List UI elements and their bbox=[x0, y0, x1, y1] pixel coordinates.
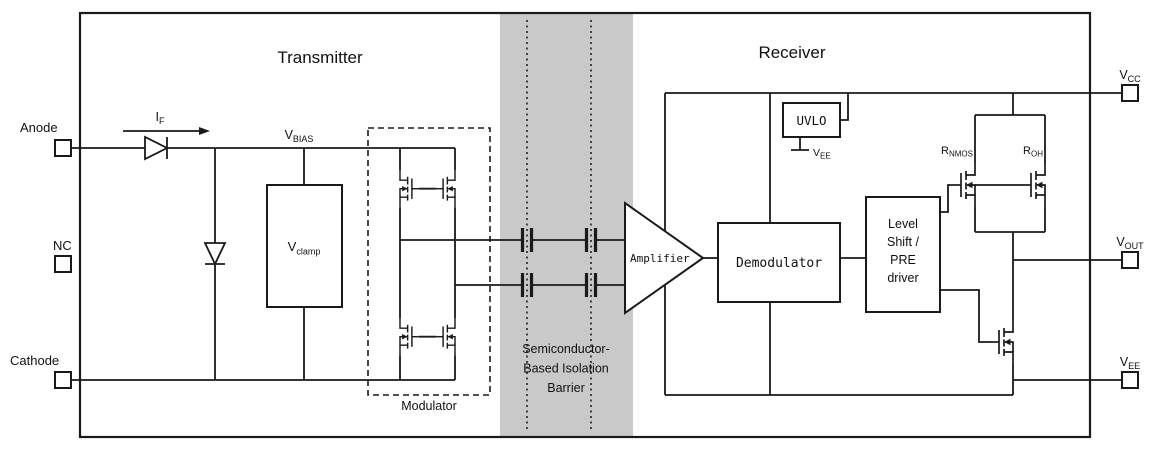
mosfet-symbol-rnmos bbox=[952, 162, 976, 208]
demodulator-block bbox=[717, 222, 841, 303]
vcc-pin bbox=[1121, 84, 1139, 102]
uvlo-wiring bbox=[791, 93, 849, 151]
if-current-arrow bbox=[123, 127, 210, 135]
cathode-pin-label: Cathode bbox=[10, 353, 59, 368]
vee-pin bbox=[1121, 371, 1139, 389]
if-current-label: IF bbox=[156, 110, 165, 126]
level-shift-label-line2: Shift / bbox=[887, 235, 919, 249]
mosfet-symbol-mod-tr bbox=[435, 169, 456, 209]
outer-enclosure bbox=[78, 11, 1092, 439]
modulator-label: Modulator bbox=[401, 399, 457, 413]
level-shift-block bbox=[865, 196, 941, 313]
mosfet-symbol-mod-bl bbox=[399, 317, 420, 357]
modulator-dashed-box bbox=[367, 127, 491, 396]
bridge-gate-links bbox=[418, 187, 437, 338]
output-stage-sources bbox=[974, 207, 1046, 260]
vee-pin-label: VEE bbox=[1120, 355, 1140, 371]
isolation-capacitors bbox=[520, 228, 598, 297]
isolation-barrier-band bbox=[500, 14, 633, 436]
mosfet-symbol-mod-br bbox=[435, 317, 456, 357]
input-diode-symbol bbox=[144, 135, 170, 161]
vbias-label: VBIAS bbox=[285, 128, 314, 144]
clamp-diode-symbol bbox=[203, 242, 227, 267]
isolation-label-line1: Semiconductor- bbox=[522, 342, 610, 356]
isolation-label-line2: Based Isolation bbox=[523, 362, 609, 376]
uvlo-block bbox=[782, 102, 841, 138]
mosfet-symbol-mod-tl bbox=[399, 169, 420, 209]
anode-pin bbox=[54, 139, 72, 157]
isolation-label-line3: Barrier bbox=[547, 381, 585, 395]
vclamp-block bbox=[266, 184, 343, 308]
vout-pin-label: VOUT bbox=[1116, 235, 1144, 251]
level-shift-label-line1: Level bbox=[888, 217, 918, 231]
arrow-head bbox=[199, 127, 210, 135]
level-shift-label-line3: PRE bbox=[890, 253, 916, 267]
roh-label: ROH bbox=[1023, 145, 1043, 159]
demodulator-label: Demodulator bbox=[736, 256, 822, 271]
vout-pin bbox=[1121, 251, 1139, 269]
mosfet-symbol-lowside bbox=[990, 319, 1014, 365]
vcc-pin-label: VCC bbox=[1119, 68, 1141, 84]
output-stage-drains bbox=[974, 93, 1046, 163]
uvlo-vee-label: VEE bbox=[813, 147, 831, 161]
gate-wire-top bbox=[940, 184, 953, 213]
mosfet-symbol-roh bbox=[1022, 162, 1046, 208]
rnmos-label: RNMOS bbox=[941, 145, 973, 159]
gate-wire-bottom bbox=[940, 289, 991, 343]
amplifier-triangle bbox=[624, 201, 705, 315]
receiver-title: Receiver bbox=[758, 43, 825, 62]
nc-pin-label: NC bbox=[53, 238, 72, 253]
transmitter-title: Transmitter bbox=[277, 48, 363, 67]
anode-pin-label: Anode bbox=[20, 120, 58, 135]
amplifier-label: Amplifier bbox=[630, 252, 690, 265]
nc-pin bbox=[54, 255, 72, 273]
uvlo-label: UVLO bbox=[796, 113, 826, 128]
vclamp-label: Vclamp bbox=[288, 239, 321, 257]
level-shift-label-line4: driver bbox=[887, 271, 918, 285]
cathode-pin bbox=[54, 371, 72, 389]
